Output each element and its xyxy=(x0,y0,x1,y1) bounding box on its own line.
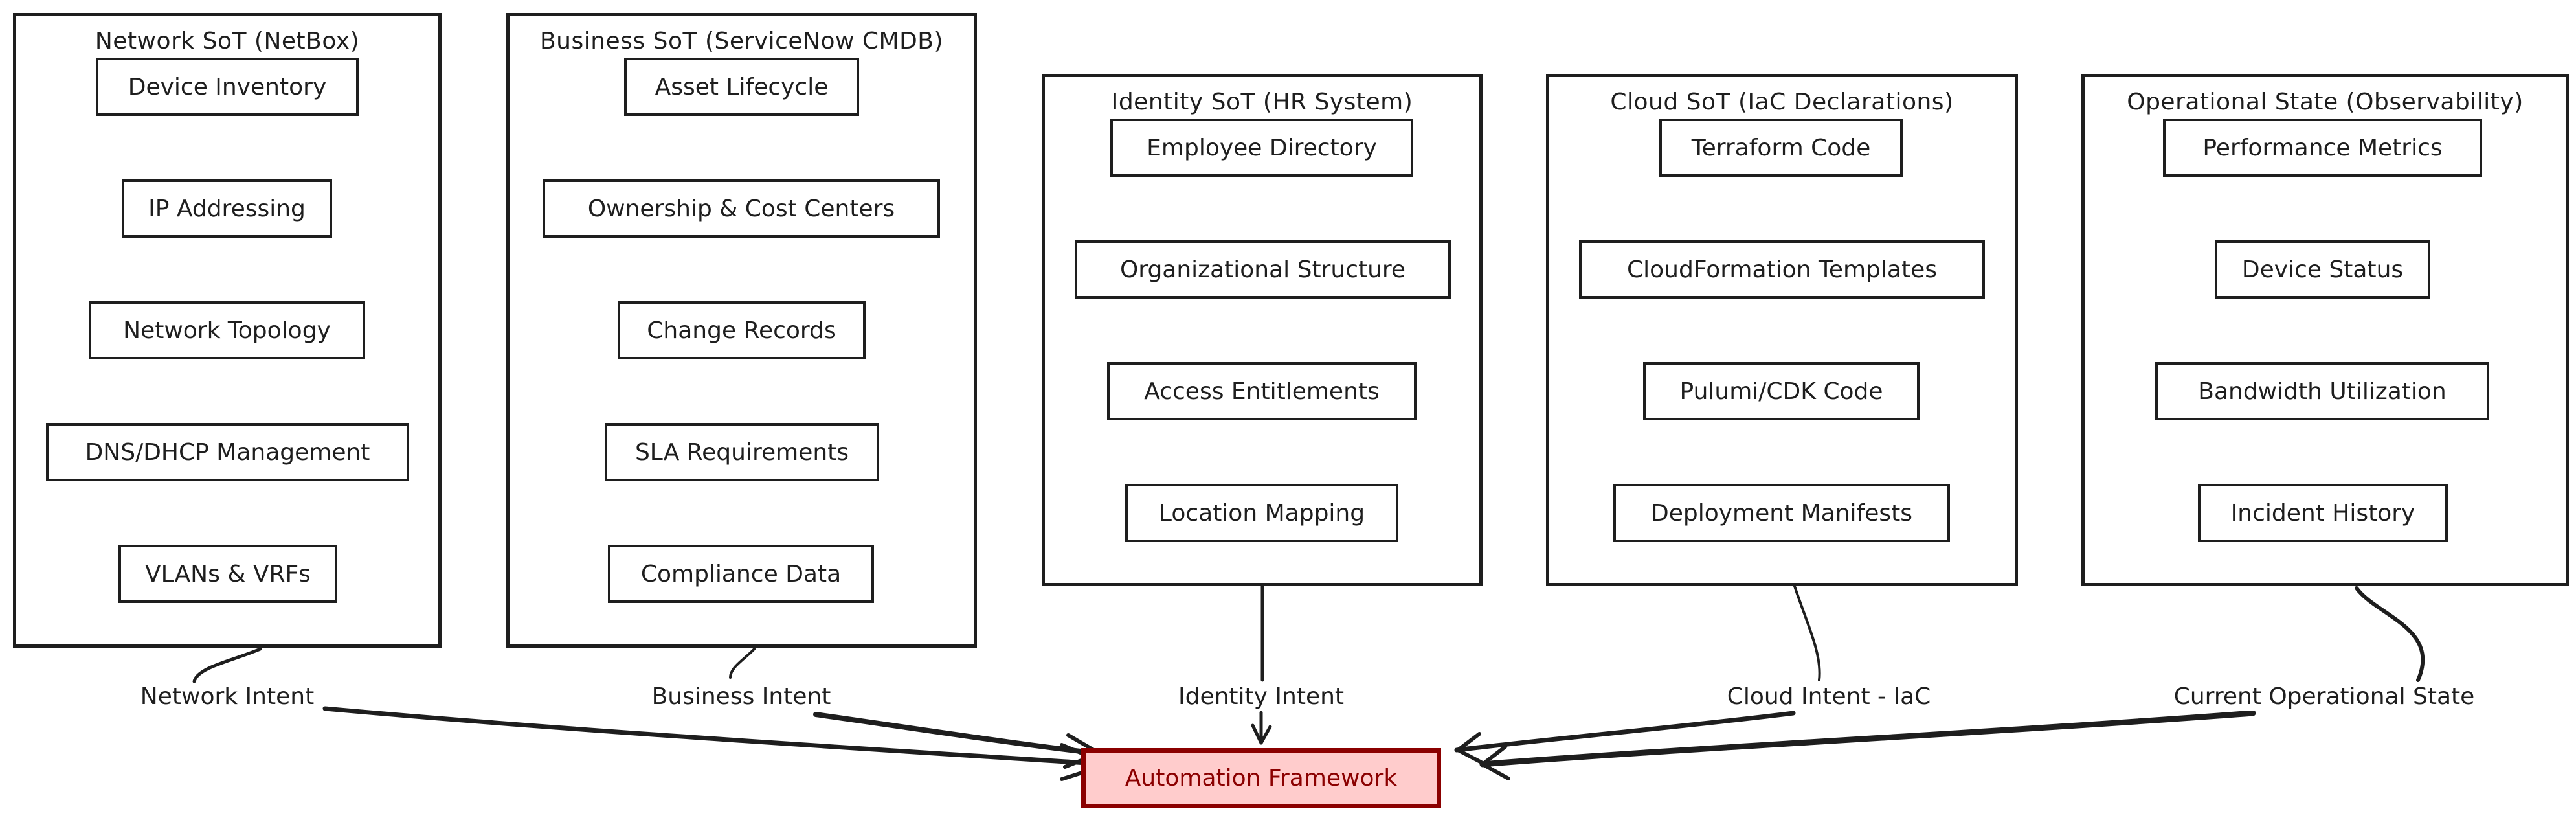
group-cloud-sot: Cloud SoT (IaC Declarations) xyxy=(1546,74,2018,586)
edge-operational-connector xyxy=(2355,586,2425,682)
edge-cloud-arrow xyxy=(1454,711,1796,753)
group-operational-state: Operational State (Observability) xyxy=(2081,74,2569,586)
edge-label-network-intent: Network Intent xyxy=(137,683,317,711)
node-organizational-structure[interactable]: Organizational Structure xyxy=(1075,240,1451,299)
node-vlans-vrfs[interactable]: VLANs & VRFs xyxy=(118,545,337,603)
edge-label-cloud-intent: Cloud Intent - IaC xyxy=(1724,683,1934,711)
edge-label-identity-intent: Identity Intent xyxy=(1175,683,1347,711)
node-deployment-manifests[interactable]: Deployment Manifests xyxy=(1613,484,1950,542)
node-ip-addressing[interactable]: IP Addressing xyxy=(122,179,332,238)
node-automation-framework[interactable]: Automation Framework xyxy=(1081,748,1441,808)
node-device-inventory[interactable]: Device Inventory xyxy=(96,58,359,116)
edge-operational-arrow xyxy=(1479,710,2256,768)
edge-business-arrow xyxy=(813,712,1100,756)
edge-network-connector xyxy=(192,647,262,683)
node-location-mapping[interactable]: Location Mapping xyxy=(1125,484,1398,542)
node-ownership-cost-centers[interactable]: Ownership & Cost Centers xyxy=(543,179,940,238)
node-network-topology[interactable]: Network Topology xyxy=(89,301,365,359)
node-sla-requirements[interactable]: SLA Requirements xyxy=(605,423,879,481)
edge-label-business-intent: Business Intent xyxy=(649,683,834,711)
edge-network-arrow xyxy=(322,706,1110,767)
node-change-records[interactable]: Change Records xyxy=(618,301,866,359)
node-performance-metrics[interactable]: Performance Metrics xyxy=(2163,119,2482,177)
arrowhead-identity xyxy=(1251,723,1272,745)
node-pulumi-cdk-code[interactable]: Pulumi/CDK Code xyxy=(1643,362,1920,420)
node-terraform-code[interactable]: Terraform Code xyxy=(1659,119,1903,177)
group-title: Identity SoT (HR System) xyxy=(1111,89,1413,115)
node-employee-directory[interactable]: Employee Directory xyxy=(1110,119,1413,177)
group-identity-sot: Identity SoT (HR System) xyxy=(1042,74,1483,586)
arrowhead-operational xyxy=(1481,745,1510,780)
edge-business-connector xyxy=(729,648,756,679)
edge-cloud-connector xyxy=(1793,585,1821,681)
node-dns-dhcp-management[interactable]: DNS/DHCP Management xyxy=(46,423,409,481)
group-title: Business SoT (ServiceNow CMDB) xyxy=(539,28,944,54)
node-asset-lifecycle[interactable]: Asset Lifecycle xyxy=(624,58,859,116)
node-cloudformation-templates[interactable]: CloudFormation Templates xyxy=(1579,240,1985,299)
group-title: Operational State (Observability) xyxy=(2127,89,2524,115)
group-business-sot: Business SoT (ServiceNow CMDB) xyxy=(506,13,977,648)
group-title: Cloud SoT (IaC Declarations) xyxy=(1610,89,1954,115)
node-bandwidth-utilization[interactable]: Bandwidth Utilization xyxy=(2155,362,2489,420)
group-title: Network SoT (NetBox) xyxy=(95,28,360,54)
node-access-entitlements[interactable]: Access Entitlements xyxy=(1107,362,1417,420)
arrowhead-cloud xyxy=(1456,732,1484,765)
node-incident-history[interactable]: Incident History xyxy=(2198,484,2448,542)
group-network-sot: Network SoT (NetBox) xyxy=(13,13,442,648)
edge-label-current-operational-state: Current Operational State xyxy=(2171,683,2478,711)
node-device-status[interactable]: Device Status xyxy=(2215,240,2430,299)
node-compliance-data[interactable]: Compliance Data xyxy=(608,545,874,603)
